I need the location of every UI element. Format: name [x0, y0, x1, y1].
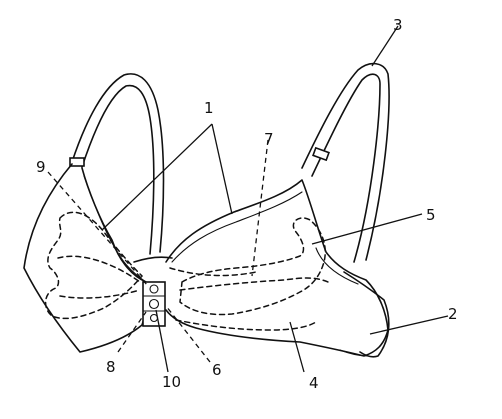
leader-4	[289, 321, 305, 373]
leader-1b	[211, 123, 233, 215]
reference-numerals: 1 2 3 4 5 6 7 8 9 10	[36, 16, 458, 392]
label-3: 3	[393, 16, 403, 34]
label-2: 2	[448, 305, 458, 323]
label-4: 4	[309, 374, 319, 392]
hook-ring-mid	[148, 298, 160, 310]
left-strap-slider	[69, 157, 85, 167]
right-strap	[301, 62, 390, 263]
center-hook-block	[142, 281, 166, 327]
label-7: 7	[264, 130, 274, 148]
left-cup	[23, 163, 147, 353]
leader-7	[251, 139, 269, 277]
leader-9	[47, 171, 149, 287]
label-6: 6	[212, 361, 222, 379]
leader-lines	[47, 25, 449, 373]
left-cup-inner-dash	[57, 255, 141, 283]
label-1: 1	[204, 99, 214, 117]
left-strap	[69, 73, 165, 255]
label-5: 5	[426, 206, 436, 224]
leader-6	[165, 305, 211, 363]
label-10: 10	[162, 373, 181, 391]
leader-2	[369, 315, 449, 335]
label-9: 9	[36, 158, 46, 176]
leader-5	[311, 213, 423, 245]
leader-8	[117, 311, 147, 353]
leader-1a	[101, 123, 213, 231]
center-gore	[133, 256, 173, 327]
label-8: 8	[106, 358, 116, 376]
leader-3	[371, 25, 399, 67]
right-cup	[165, 179, 390, 358]
hook-ring-top	[149, 284, 159, 294]
right-strap-slider	[312, 146, 330, 162]
right-cup-padding-outline	[179, 217, 326, 316]
leader-10	[155, 309, 169, 373]
